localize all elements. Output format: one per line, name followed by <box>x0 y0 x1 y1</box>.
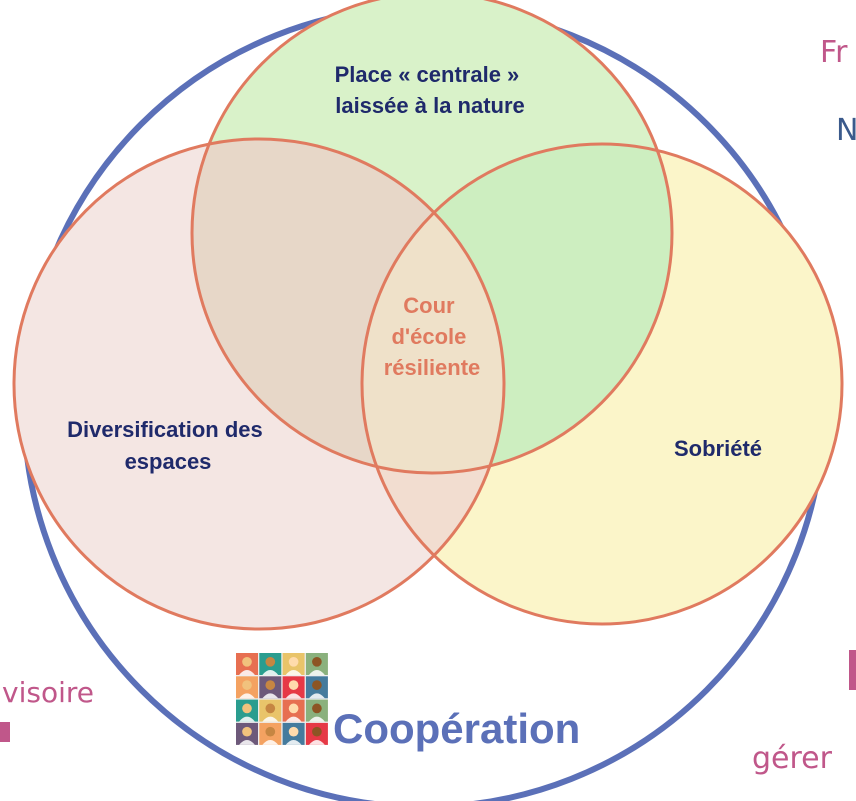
edge-text-top-right-1: Fr <box>820 35 848 70</box>
person-avatar <box>259 653 282 675</box>
outline-sobriete <box>360 142 844 626</box>
person-avatar <box>305 699 328 722</box>
label-cooperation: Coopération <box>333 705 580 752</box>
label-diversification: Diversification des espaces <box>67 417 269 474</box>
label-nature-line-1: Place « centrale » <box>335 62 520 87</box>
edge-fragment-right <box>849 650 856 690</box>
person-avatar <box>305 722 328 745</box>
person-avatar <box>305 653 328 675</box>
person-avatar <box>236 676 258 699</box>
label-diversification-line-2: espaces <box>125 449 212 474</box>
person-avatar <box>282 722 305 745</box>
label-center: Cour d'école résiliente <box>384 293 481 380</box>
label-nature-line-2: laissée à la nature <box>335 93 525 118</box>
label-diversification-line-1: Diversification des <box>67 417 263 442</box>
label-sobriete: Sobriété <box>674 436 762 461</box>
edge-text-bottom-left-1: visoire <box>2 676 94 709</box>
person-avatar <box>259 699 282 722</box>
person-avatar <box>236 722 258 745</box>
edge-text-bottom-right-1: gérer <box>752 741 833 776</box>
overlap-nature-sobriete <box>362 144 672 473</box>
overlap-nature-diversification <box>192 139 504 473</box>
edge-text-top-right-2: N <box>836 113 856 148</box>
label-center-line-1: Cour <box>403 293 455 318</box>
person-avatar <box>259 722 282 745</box>
person-avatar <box>282 676 305 699</box>
person-avatar <box>305 676 328 699</box>
outline-nature <box>190 0 674 475</box>
person-avatar <box>282 699 305 722</box>
people-grid-icon <box>236 653 328 745</box>
person-avatar <box>236 653 258 675</box>
person-avatar <box>236 699 258 722</box>
person-avatar <box>259 676 282 699</box>
label-center-line-3: résiliente <box>384 355 481 380</box>
label-center-line-2: d'école <box>391 324 466 349</box>
edge-fragment-bottom-left <box>0 722 10 742</box>
outline-diversification <box>12 137 506 631</box>
label-nature: Place « centrale » laissée à la nature <box>335 62 526 118</box>
person-avatar <box>282 653 305 675</box>
